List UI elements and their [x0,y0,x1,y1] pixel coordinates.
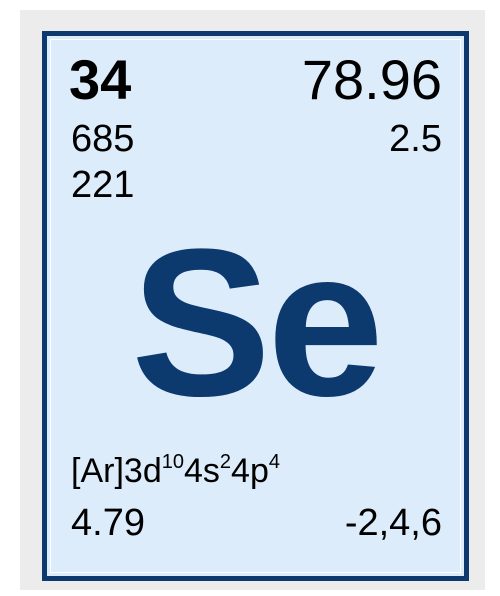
atomic-number: 34 [69,48,132,111]
atomic-mass: 78.96 [301,48,442,111]
density: 4.79 [71,502,145,544]
electron-configuration: [Ar]3d104s24p4 [71,451,280,490]
boiling-point: 221 [71,164,135,206]
orbital-label: 4p [231,452,269,490]
orbital-label: 4s [183,452,220,490]
element-tile: 34 78.96 685 2.5 221 Se [Ar]3d104s24p4 4… [42,31,469,581]
oxidation-states: -2,4,6 [344,502,442,544]
orbital-electrons: 10 [161,451,184,473]
orbital-electrons: 2 [219,451,232,473]
orbital-electrons: 4 [268,451,280,473]
electronegativity: 2.5 [389,118,442,160]
melting-point: 685 [71,118,135,160]
configuration-core: [Ar] [71,452,124,490]
orbital-label: 3d [123,452,162,490]
element-symbol: Se [131,205,384,440]
